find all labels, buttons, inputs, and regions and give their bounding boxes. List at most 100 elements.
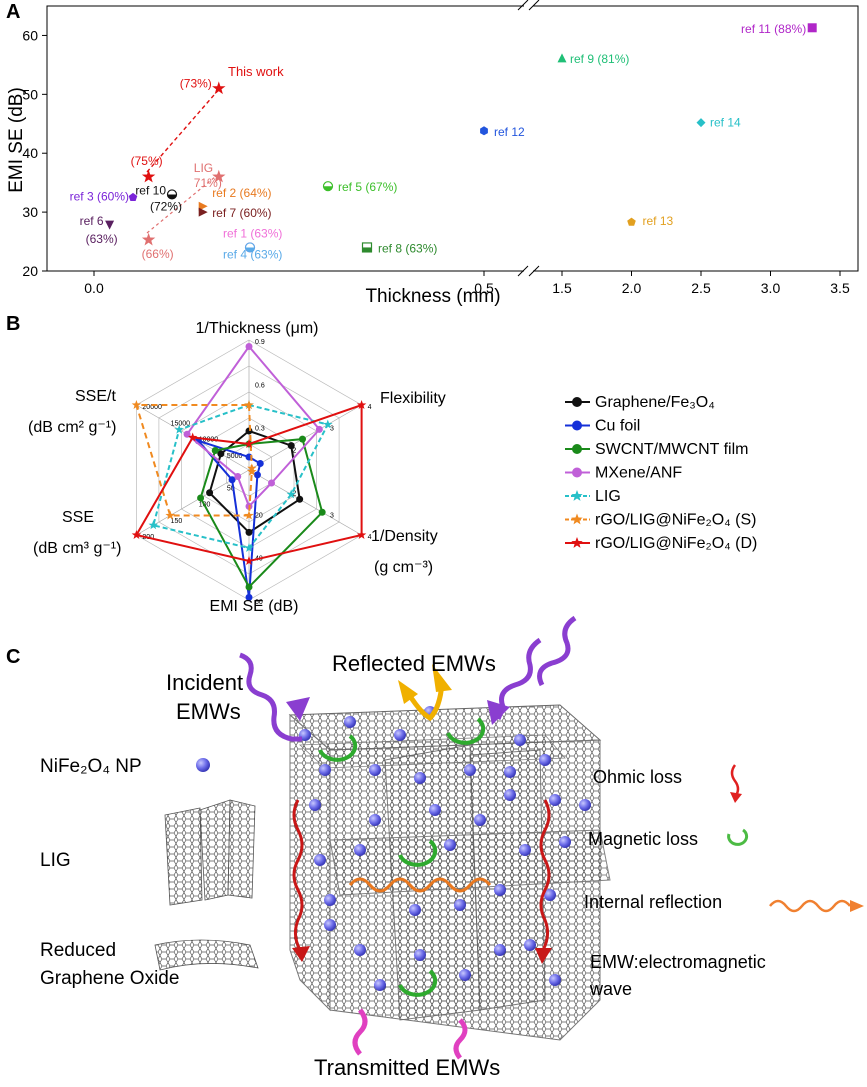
radar-point <box>245 427 253 435</box>
magnetic-loss-label: Magnetic loss <box>588 829 698 849</box>
nanoparticle-label: NiFe₂O₄ NP <box>40 756 142 777</box>
x-tick-label: 3.5 <box>830 280 850 296</box>
internal-reflection-icon <box>769 899 851 913</box>
radar-point <box>245 528 253 536</box>
radar-tick-label: 150 <box>171 518 183 525</box>
radar-point <box>318 508 326 516</box>
nanoparticle <box>344 716 356 728</box>
point-sublabel: 71%) <box>194 176 222 190</box>
radar-point <box>211 447 219 454</box>
nanoparticle <box>494 944 506 956</box>
reflected-wave-arrow-2 <box>537 615 577 687</box>
x-tick-label: 0.0 <box>84 280 104 296</box>
axis-flexibility-label: Flexibility <box>380 390 446 407</box>
radar-point <box>245 583 253 591</box>
radar-point <box>234 473 242 480</box>
data-point: ref 8 (63%) <box>361 241 437 255</box>
nanoparticle <box>374 979 386 991</box>
legend-item: Graphene/Fe₃O₄ <box>565 394 715 411</box>
nanoparticle <box>409 904 421 916</box>
radar-point <box>245 343 253 350</box>
nanoparticle <box>519 844 531 856</box>
radar-point <box>165 510 175 520</box>
data-point: ref 14 <box>696 116 741 130</box>
legend-item: MXene/ANF <box>565 465 682 482</box>
point-label: ref 13 <box>643 214 674 228</box>
radar-point <box>247 466 257 476</box>
panel-b-letter: B <box>6 313 20 335</box>
axis-thickness-label: 1/Thickness (μm) <box>195 320 318 337</box>
this-work-label: This work <box>228 64 284 79</box>
graphene-block <box>288 704 611 1041</box>
y-tick-label: 60 <box>22 27 38 43</box>
axis-sset-label: SSE/t <box>75 388 116 405</box>
point-label: ref 4 (63%) <box>223 247 282 261</box>
legend-marker <box>572 420 582 431</box>
ohmic-loss-label: Ohmic loss <box>593 767 682 787</box>
radar-point <box>244 543 254 552</box>
radar-tick-label: 50 <box>227 485 235 492</box>
nanoparticle <box>474 814 486 826</box>
radar-tick-label: 0.6 <box>255 382 265 389</box>
nanoparticle <box>394 729 406 741</box>
point-label: (66%) <box>142 247 174 261</box>
data-point: ref 5 (67%) <box>322 180 397 194</box>
reflected-wave-arrow-1 <box>495 637 542 720</box>
magnetic-loss-swirl-1 <box>318 734 358 762</box>
schematic-diagram: Reflected EMWs Incident EMWs NiFe₂O₄ NP … <box>40 615 864 1080</box>
radar-point <box>197 494 205 502</box>
radar-series <box>194 437 264 601</box>
point-label: (73%) <box>180 76 212 90</box>
y-tick-label: 40 <box>22 145 38 161</box>
data-point: ref 6(63%) <box>80 214 118 246</box>
nanoparticle <box>414 949 426 961</box>
nanoparticle <box>319 764 331 776</box>
radar-tick-label: 3 <box>330 512 334 519</box>
radar-tick-label: 20000 <box>142 404 162 411</box>
radar-point <box>253 471 261 479</box>
legend-label: rGO/LIG@NiFe₂O₄ (D) <box>595 535 757 552</box>
y-tick-label: 30 <box>22 204 38 220</box>
data-point: ref 2 (64%) <box>198 186 272 211</box>
radar-point <box>296 495 304 503</box>
incident-emws-label: Incident EMWs <box>166 670 249 724</box>
reflected-emws-label: Reflected EMWs <box>332 651 496 676</box>
legend-marker <box>571 513 583 525</box>
radar-point <box>244 556 254 565</box>
point-label: ref 5 (67%) <box>338 180 397 194</box>
radar-series <box>206 427 304 536</box>
nanoparticle <box>454 899 466 911</box>
ohmic-wave-right <box>539 799 551 951</box>
ohmic-loss-icon <box>730 764 740 798</box>
radar-point <box>217 450 225 458</box>
y-tick-label: 50 <box>22 86 38 102</box>
nanoparticle <box>324 919 336 931</box>
emw-definition-label: EMW:electromagnetic wave <box>589 952 771 999</box>
nanoparticle <box>369 764 381 776</box>
incident-wave-arrow <box>239 652 302 742</box>
axis-emi-label: EMI SE (dB) <box>210 598 299 615</box>
legend-label: LIG <box>595 488 621 505</box>
legend-item: rGO/LIG@NiFe₂O₄ (S) <box>565 512 756 529</box>
nanoparticle <box>504 789 516 801</box>
nanoparticle <box>514 734 526 746</box>
point-label: ref 7 (60%) <box>212 206 271 220</box>
radar-tick-label: 15000 <box>171 420 191 427</box>
nanoparticle <box>429 804 441 816</box>
this-work-dashed-line <box>146 86 222 173</box>
radar-point <box>356 400 367 409</box>
radar-point <box>244 510 254 520</box>
radar-tick-label: 5000 <box>227 453 243 460</box>
lig-dashed-line <box>146 171 222 234</box>
data-point: ref 4 (63%) <box>223 242 282 261</box>
point-label: ref 8 (63%) <box>378 241 437 255</box>
data-point: ref 3 (60%) <box>70 189 138 203</box>
nanoparticle-legend-icon <box>196 758 210 772</box>
nanoparticle <box>464 764 476 776</box>
nanoparticle <box>309 799 321 811</box>
lig-sheet <box>164 799 256 906</box>
nanoparticle <box>369 814 381 826</box>
radar-point <box>315 425 323 433</box>
